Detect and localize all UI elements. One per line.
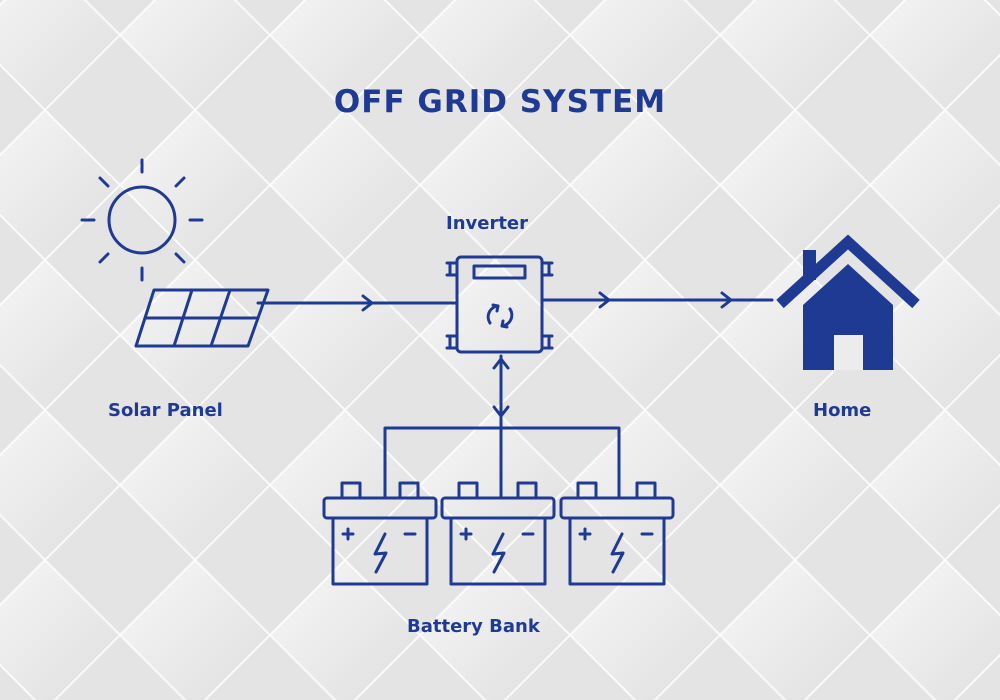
battery-bank-label: Battery Bank xyxy=(407,616,540,637)
solar-panel-label: Solar Panel xyxy=(108,400,223,421)
home-label: Home xyxy=(813,400,872,421)
solar-to-inverter-connector xyxy=(256,294,458,312)
battery-2-icon xyxy=(440,481,556,586)
diagram-title: OFF GRID SYSTEM xyxy=(333,84,667,120)
inverter-battery-connector xyxy=(383,354,621,500)
sun-icon xyxy=(80,158,204,282)
battery-1-icon xyxy=(322,481,438,586)
home-icon xyxy=(776,234,920,370)
battery-3-icon xyxy=(559,481,675,586)
inverter-to-home-connector xyxy=(541,291,774,309)
solar-panel-icon xyxy=(134,288,270,348)
inverter-label: Inverter xyxy=(446,213,529,234)
inverter-icon xyxy=(445,255,554,354)
